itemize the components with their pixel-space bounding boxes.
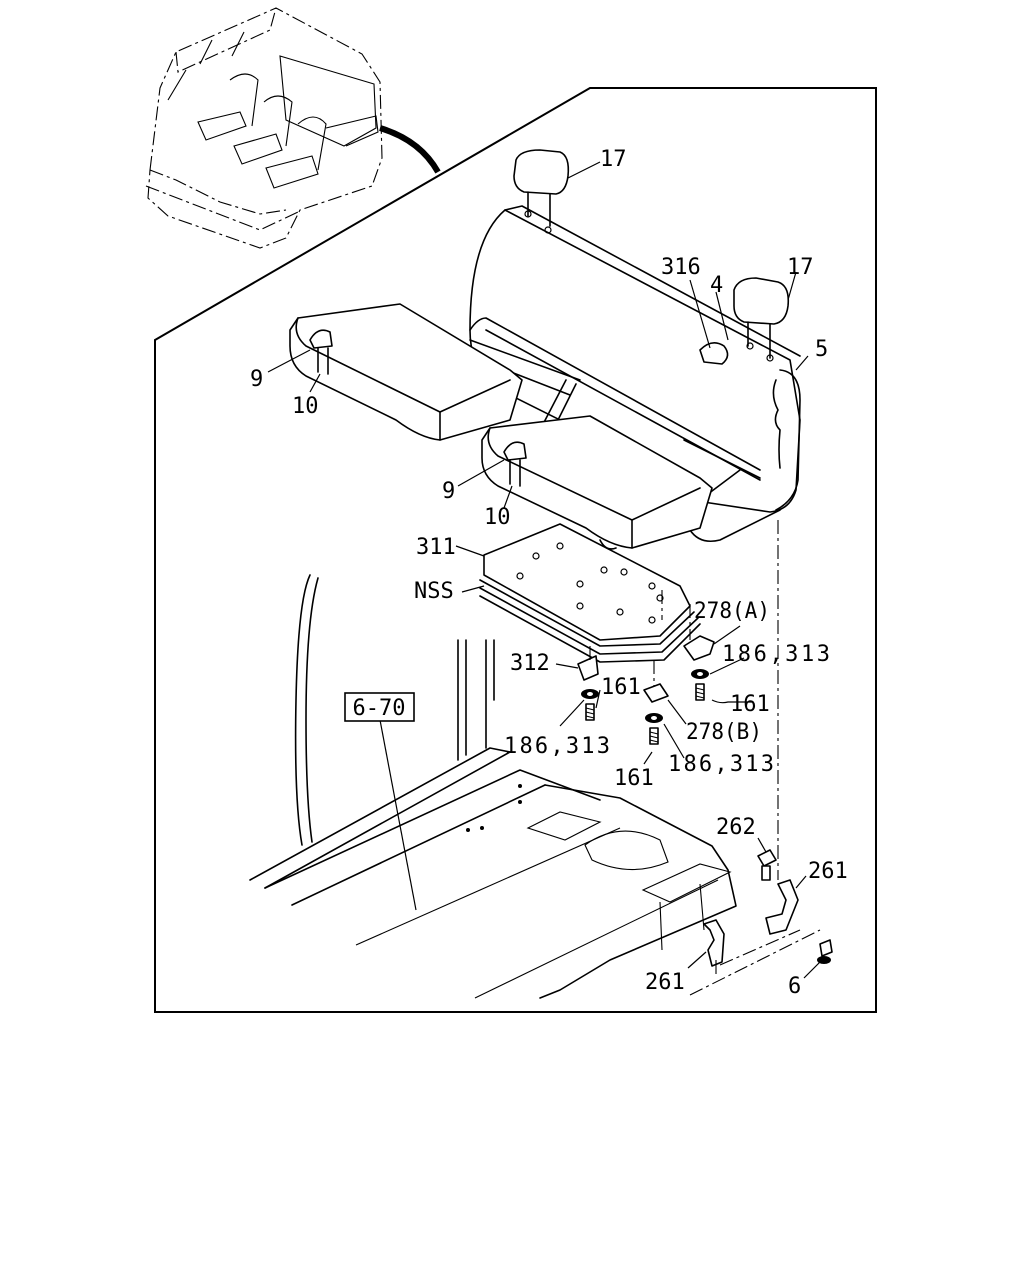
callout-screw-6[interactable]: 6 (788, 974, 801, 999)
seat-back (469, 205, 801, 543)
callout-nss[interactable]: NSS (414, 579, 454, 604)
bolt-161-b (649, 727, 659, 745)
callout-headrest-left[interactable]: 17 (600, 147, 627, 172)
seat-cushion-lower (481, 415, 713, 549)
washer-186-313-312 (581, 689, 599, 699)
leg-261-right (765, 520, 799, 935)
floor-structure (249, 574, 821, 999)
reference-box[interactable]: 6-70 (344, 692, 415, 722)
vehicle-overview-thumbnail (145, 7, 441, 249)
leader-lines (267, 161, 821, 979)
bracket-278b (643, 660, 669, 703)
callout-labels: 17 17 316 4 5 9 10 9 10 311 NSS 278(A) 1… (250, 147, 848, 999)
bracket-312 (577, 646, 599, 681)
seat-cushion-upper (289, 303, 523, 441)
callout-bolt-312[interactable]: 161 (601, 675, 641, 700)
headrest-left (513, 149, 570, 227)
callout-strap-upper[interactable]: 10 (292, 394, 319, 419)
callout-bracket-b[interactable]: 278(B) (686, 720, 762, 745)
washer-186-313-b (645, 713, 663, 723)
callout-strap-lower[interactable]: 10 (484, 505, 511, 530)
callout-bracket-312[interactable]: 312 (510, 651, 550, 676)
callout-bolt-a[interactable]: 161 (730, 692, 770, 717)
reference-label: 6-70 (353, 696, 406, 721)
callout-bolt-b[interactable]: 161 (614, 766, 654, 791)
callout-washer-312[interactable]: 186,313 (504, 734, 610, 759)
screw-6 (817, 939, 833, 964)
callout-washer-a[interactable]: 186,313 (722, 642, 830, 667)
bolt-161-312 (585, 703, 595, 721)
callout-washer-b[interactable]: 186,313 (668, 752, 774, 777)
callout-clip-262[interactable]: 262 (716, 815, 756, 840)
bolt-161-a (695, 683, 705, 701)
callout-cover-part[interactable]: 4 (710, 273, 723, 298)
callout-leg-right[interactable]: 261 (808, 859, 848, 884)
seat-base-plate (479, 523, 701, 663)
headrest-right (733, 277, 790, 359)
callout-hook-lower[interactable]: 9 (442, 479, 455, 504)
washer-186-313-a (691, 669, 709, 679)
callout-leg-left[interactable]: 261 (645, 970, 685, 995)
bracket-278a (683, 604, 715, 661)
callout-hook-upper[interactable]: 9 (250, 367, 263, 392)
callout-headrest-right[interactable]: 17 (787, 255, 814, 280)
leg-261-left (703, 919, 725, 975)
callout-seat-base[interactable]: 311 (416, 535, 456, 560)
callout-bracket-a[interactable]: 278(A) (694, 599, 770, 624)
callout-seatback-frame[interactable]: 5 (815, 337, 828, 362)
clip-262 (757, 849, 777, 881)
detail-frame (154, 87, 877, 1013)
callout-cover-clip[interactable]: 316 (661, 255, 701, 280)
